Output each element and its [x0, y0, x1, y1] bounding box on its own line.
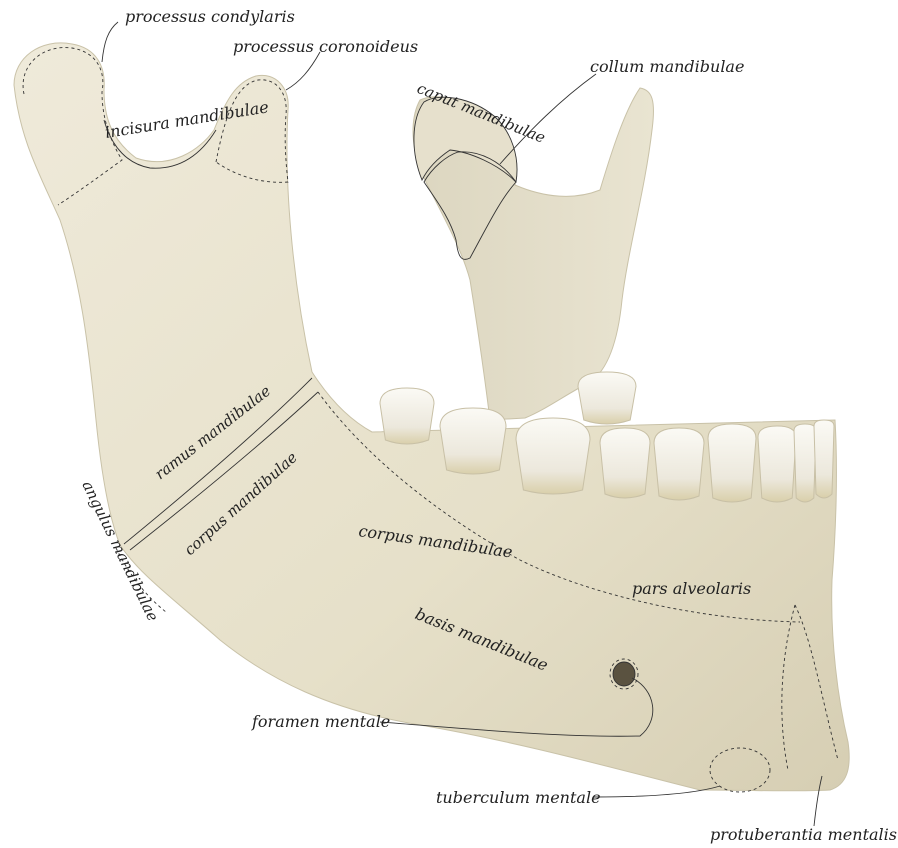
tooth-molar	[380, 388, 434, 444]
foramen-mentale-hole	[613, 662, 635, 686]
label-processus-condylaris: processus condylaris	[125, 7, 295, 26]
tooth-molar-back	[578, 372, 636, 424]
label-pars-alveolaris: pars alveolaris	[632, 579, 751, 598]
tooth-premolar	[600, 428, 650, 498]
tooth-canine	[708, 424, 756, 502]
tooth-incisor	[794, 424, 816, 502]
label-protuberantia-mentalis: protuberantia mentalis	[710, 825, 897, 844]
tooth-premolar	[654, 428, 704, 500]
label-tuberculum-mentale: tuberculum mentale	[436, 788, 601, 807]
tooth-incisor	[814, 420, 834, 498]
label-processus-coronoideus: processus coronoideus	[233, 37, 418, 56]
tooth-incisor	[758, 426, 796, 502]
label-foramen-mentale: foramen mentale	[251, 712, 390, 731]
leader-condylaris	[102, 22, 118, 62]
label-collum-mandibulae: collum mandibulae	[590, 57, 744, 76]
tooth-molar	[516, 418, 590, 494]
tooth-molar	[440, 408, 506, 474]
leader-coronoideus	[286, 52, 320, 90]
